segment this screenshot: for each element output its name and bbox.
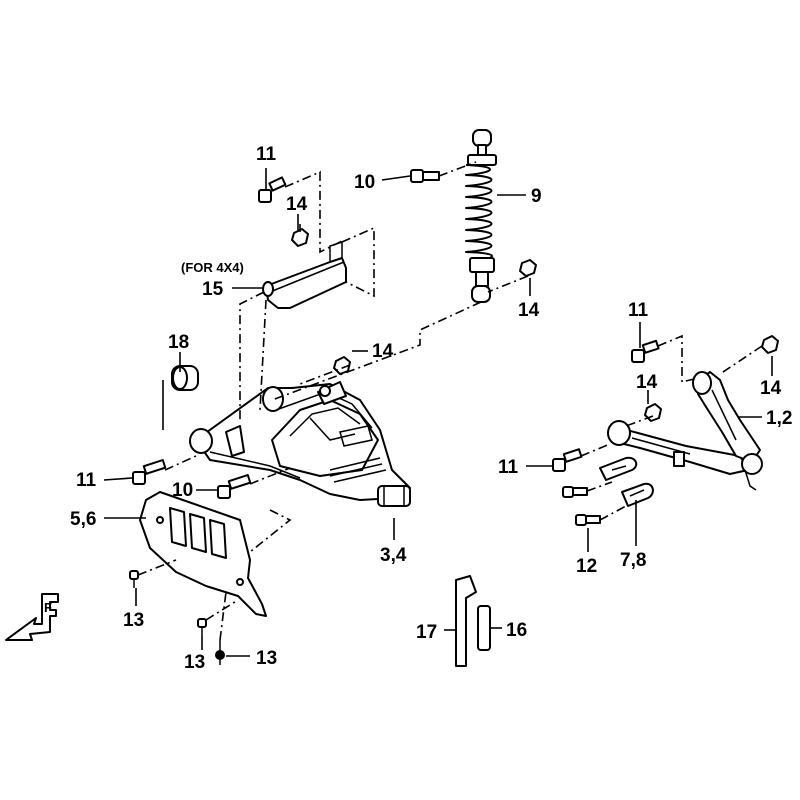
nut-14-shock-lower [519,259,537,277]
bolt-11-lower-arm [132,459,167,485]
bolt-11-top [258,176,287,203]
screw-13-a [129,570,139,588]
callout-17: 17 [416,622,437,643]
callout-9-shock: 9 [531,186,542,207]
callout-15-bracket: 15 [202,279,224,300]
shim-7-8 [599,456,654,507]
nut-14-upper-arm-b [761,335,779,354]
lower-control-arm [189,381,411,507]
callout-12: 12 [576,556,597,577]
screw-13-b [197,618,207,636]
callout-3-4-lower-arm: 3,4 [380,545,407,566]
callout-11-arm: 11 [76,470,97,491]
bolt-11-upper-arm-a [631,339,660,363]
callout-14-arm: 14 [372,341,394,362]
callout-14-upper-arm-b: 14 [760,378,782,399]
callout-5-6-skid-plate: 5,6 [70,509,96,530]
skid-plate [139,491,267,617]
callout-13-a: 13 [123,610,144,631]
callout-16: 16 [506,620,527,641]
callout-1-2-upper-arm: 1,2 [766,408,792,429]
leader-lines [103,168,773,657]
chain-lines [137,161,763,641]
shock-absorber [465,129,497,303]
callout-14-upper-arm-a: 14 [636,372,658,393]
callout-10-shock: 10 [354,172,375,193]
callout-10-arm: 10 [172,480,193,501]
note-for-4x4: (FOR 4X4) [181,260,244,275]
callout-11-upper-arm: 11 [628,300,649,321]
callout-18-bushing: 18 [168,332,189,353]
front-direction-arrow-icon [5,593,59,641]
bolt-12 [562,486,601,526]
upper-control-arm [607,371,763,491]
front-direction-letter: F [44,600,52,615]
bolt-10-upper [410,169,440,183]
callout-14-shock: 14 [518,300,540,321]
callout-14-top: 14 [286,194,308,215]
callout-13-b: 13 [184,652,205,673]
bushing-18 [171,365,199,391]
callout-13-c: 13 [256,648,277,669]
callout-7-8: 7,8 [620,550,646,571]
part-16 [477,605,491,651]
screw-13-c [215,640,225,665]
callout-11-upper-arm-bolt: 11 [498,457,519,478]
callout-11-top: 11 [256,144,277,165]
bracket-15 [262,240,347,309]
part-17 [455,575,477,667]
nut-14-top [291,228,309,247]
bolt-11-upper-arm-b [552,448,583,472]
bolt-10-lower-arm [217,474,252,499]
